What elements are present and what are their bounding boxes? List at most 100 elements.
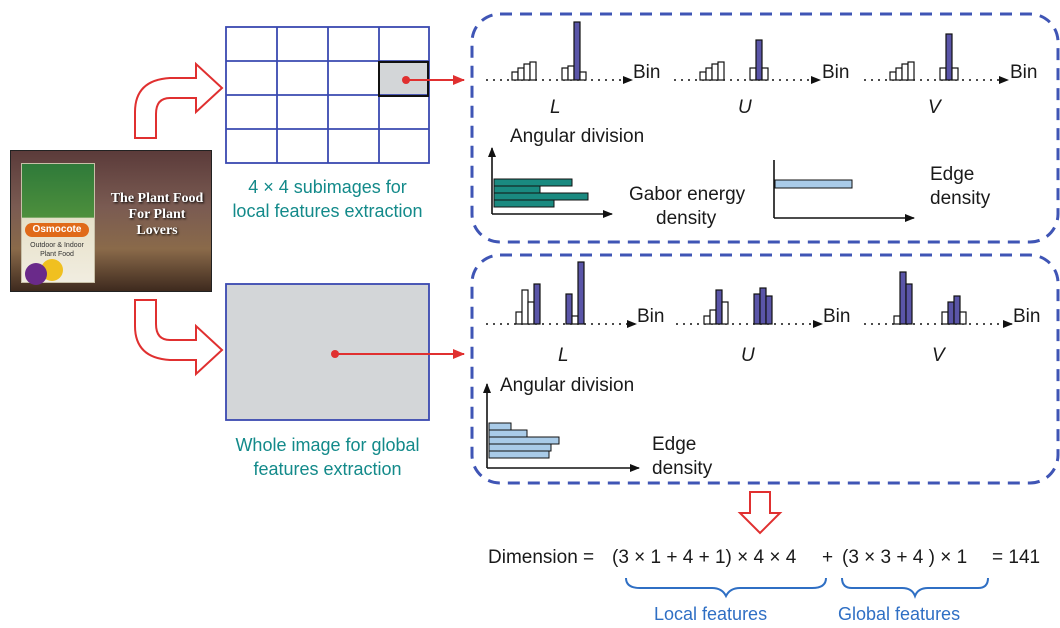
channel-v-local: V — [928, 97, 941, 118]
hist-global-v-bar-6 — [959, 311, 967, 325]
hist-local-u-bar-0 — [699, 71, 707, 81]
hist-local-u-bar-3 — [717, 61, 725, 81]
hist-global-l-bar-6 — [577, 261, 585, 325]
hist-local-l-bar-3 — [529, 61, 537, 81]
local-features-box — [470, 12, 1060, 244]
hist-global-v-bar-3 — [941, 311, 949, 325]
angular-division-global: Angular division — [500, 375, 635, 396]
hist-global-u-bar-1 — [709, 309, 717, 325]
hist-local-u-bar-6 — [761, 67, 769, 81]
hist-global-l-bar-5 — [571, 315, 579, 325]
hist-global-u-bar-5 — [759, 287, 767, 325]
hist-global-v-bar-2 — [905, 283, 913, 325]
product-brand: Osmocote — [25, 223, 89, 237]
hist-local-u-bar-1 — [705, 67, 713, 81]
hist-local-u-bar-4 — [749, 67, 757, 81]
hist-local-l-bar-1 — [517, 67, 525, 81]
hist-local-l-bar-7 — [579, 71, 587, 81]
bin-label-u-local: Bin — [822, 62, 850, 83]
local-brace — [625, 577, 827, 599]
hist-global-l-bar-2 — [527, 301, 535, 325]
hist-local-v-bar-4 — [939, 67, 947, 81]
whole-image-rect — [225, 283, 430, 421]
hist-local-v-bar-0 — [889, 71, 897, 81]
bin-label-l-global: Bin — [637, 306, 665, 327]
hist-global-v-bar-4 — [947, 301, 955, 325]
bin-label-u-global: Bin — [823, 306, 851, 327]
gabor-label-line2: density — [656, 208, 717, 229]
curved-arrow-up — [134, 61, 224, 139]
global-caption-line1: Whole image for global — [235, 435, 420, 455]
bin-label-v-global: Bin — [1013, 306, 1041, 327]
global-brace — [841, 577, 989, 599]
hist-global-v-bar-0 — [893, 315, 901, 325]
hist-global-l-bar-1 — [521, 289, 529, 325]
global-features-box — [470, 253, 1060, 485]
channel-l-local: L — [550, 97, 561, 118]
hist-local-v-bar-3 — [907, 61, 915, 81]
angular-bars-global-bar-2 — [488, 436, 560, 445]
hist-local-v-bar-1 — [895, 67, 903, 81]
hist-global-u-bar-3 — [721, 301, 729, 325]
local-caption-line1: 4 × 4 subimages for — [248, 177, 407, 197]
local-features-label: Local features — [654, 604, 768, 624]
product-slogan: The Plant Food For Plant Lovers — [110, 191, 204, 238]
hist-local-l-bar-0 — [511, 71, 519, 81]
channel-u-local: U — [738, 97, 752, 118]
hist-local-l-bar-2 — [523, 63, 531, 81]
edge-local-bar — [774, 179, 853, 189]
hist-local-l-bar-5 — [567, 65, 575, 81]
subimage-grid — [225, 26, 430, 164]
formula-prefix: Dimension = — [488, 547, 595, 568]
global-features-label: Global features — [838, 604, 961, 624]
bin-label-l-local: Bin — [633, 62, 661, 83]
hist-global-u-bar-4 — [753, 293, 761, 325]
angular-bars-global-bar-3 — [488, 443, 552, 452]
curved-arrow-down — [134, 299, 224, 377]
hist-local-v-bar-6 — [951, 67, 959, 81]
hist-global-l-bar-3 — [533, 283, 541, 325]
channel-v-global: V — [932, 345, 945, 366]
gabor-bars-bar-0 — [493, 178, 573, 187]
hist-global-l-bar-0 — [515, 311, 523, 325]
hist-local-u-bar-5 — [755, 39, 763, 81]
hist-local-v-bar-2 — [901, 63, 909, 81]
hist-global-v-bar-1 — [899, 271, 907, 325]
gabor-bars-bar-3 — [493, 199, 555, 208]
hist-local-l-bar-4 — [561, 67, 569, 81]
hist-global-v-bar-5 — [953, 295, 961, 325]
edge-label-global-line2: density — [652, 458, 713, 479]
down-arrow — [737, 491, 783, 535]
formula-result: = 141 — [992, 547, 1041, 568]
edge-label-global-line1: Edge — [652, 434, 697, 455]
bin-label-v-local: Bin — [1010, 62, 1038, 83]
gabor-label-line1: Gabor energy — [629, 184, 746, 205]
gabor-bars-bar-1 — [493, 185, 541, 194]
angular-division-local: Angular division — [510, 126, 645, 147]
formula-plus: + — [822, 547, 834, 568]
hist-local-l-bar-6 — [573, 21, 581, 81]
angular-bars-global-bar-4 — [488, 450, 550, 459]
edge-label-local-line2: density — [930, 188, 991, 209]
global-caption-line2: features extraction — [253, 459, 402, 479]
hist-global-l-bar-4 — [565, 293, 573, 325]
hist-global-u-bar-6 — [765, 295, 773, 325]
local-caption-line2: local features extraction — [232, 201, 423, 221]
formula-local-part: (3 × 1 + 4 + 1) × 4 × 4 — [612, 547, 797, 568]
flower-purple — [25, 263, 47, 285]
channel-u-global: U — [741, 345, 755, 366]
hist-local-u-bar-2 — [711, 63, 719, 81]
channel-l-global: L — [558, 345, 569, 366]
edge-label-local-line1: Edge — [930, 164, 975, 185]
formula-global-part: (3 × 3 + 4 ) × 1 — [842, 547, 968, 568]
hist-global-u-bar-0 — [703, 315, 711, 325]
angular-bars-global-bar-0 — [488, 422, 512, 431]
source-image: Osmocote Outdoor & Indoor Plant Food The… — [10, 150, 212, 292]
angular-bars-global-bar-1 — [488, 429, 528, 438]
product-subtext: Outdoor & Indoor Plant Food — [30, 242, 84, 258]
gabor-bars-bar-2 — [493, 192, 589, 201]
hist-global-u-bar-2 — [715, 289, 723, 325]
hist-local-v-bar-5 — [945, 33, 953, 81]
